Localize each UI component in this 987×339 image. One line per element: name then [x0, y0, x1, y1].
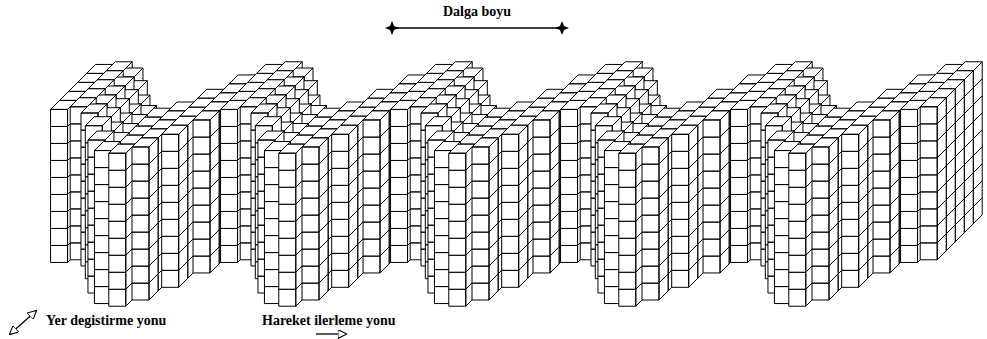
cube-block — [51, 62, 983, 306]
